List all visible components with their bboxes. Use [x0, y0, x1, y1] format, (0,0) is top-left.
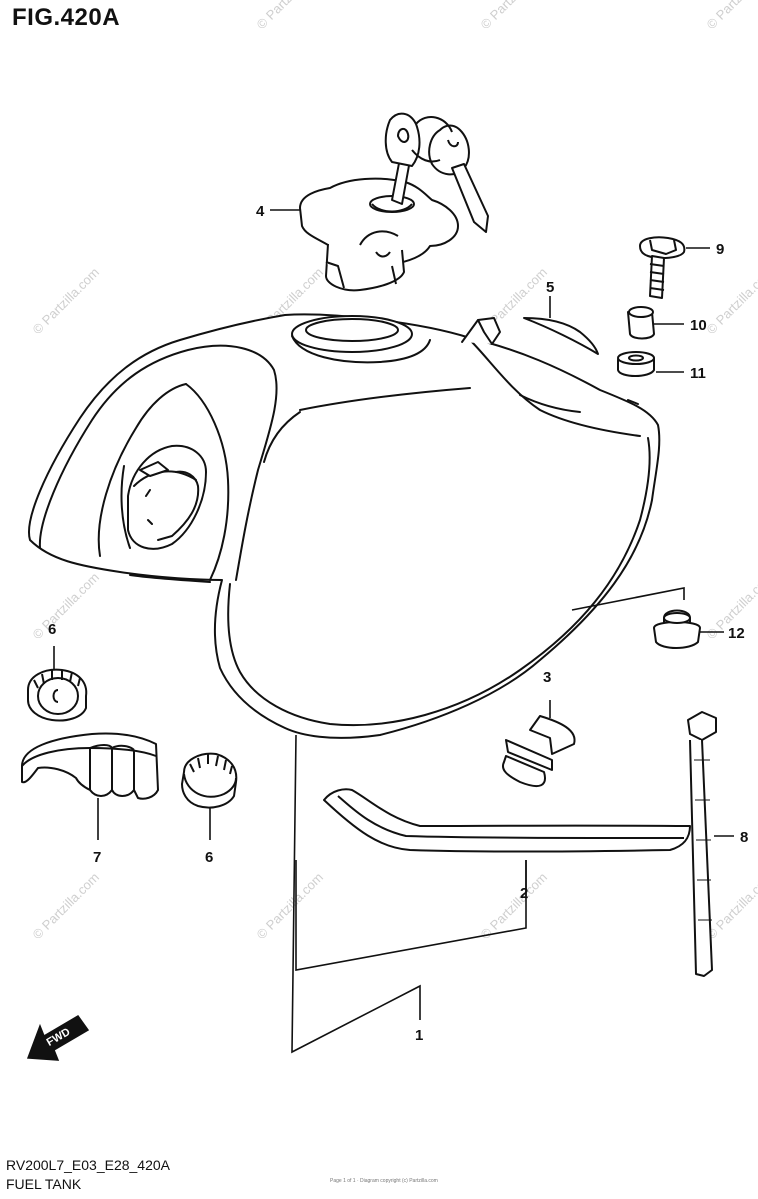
watermark: © Partzilla.com [254, 0, 327, 32]
part-fuel-cap[interactable] [299, 177, 459, 292]
callout-8[interactable]: 8 [740, 829, 748, 846]
watermark: © Partzilla.com [704, 265, 758, 338]
watermark: © Partzilla.com [30, 570, 103, 643]
part-cushion-block[interactable] [21, 732, 159, 800]
watermark: © Partzilla.com [704, 870, 758, 943]
callout-6-upper[interactable]: 6 [48, 621, 56, 638]
callout-3[interactable]: 3 [543, 669, 551, 686]
part-tape[interactable] [523, 317, 599, 355]
part-cap-lower[interactable] [181, 752, 238, 809]
part-bolt[interactable] [639, 236, 686, 299]
callout-2[interactable]: 2 [520, 885, 528, 902]
part-cable-tie[interactable] [687, 711, 717, 977]
callout-5[interactable]: 5 [546, 279, 554, 296]
watermark: © Partzilla.com [30, 265, 103, 338]
part-fuel-tank[interactable] [28, 313, 661, 739]
part-cap-upper[interactable] [27, 668, 88, 722]
callout-4[interactable]: 4 [256, 203, 265, 220]
watermark: © Partzilla.com [478, 0, 551, 32]
callout-7[interactable]: 7 [93, 849, 101, 866]
callout-6-lower[interactable]: 6 [205, 849, 213, 866]
callout-12[interactable]: 12 [728, 625, 745, 642]
watermark: © Partzilla.com [254, 870, 327, 943]
figure-title: FIG.420A [12, 4, 121, 31]
callout-9[interactable]: 9 [716, 241, 724, 258]
watermark: © Partzilla.com [478, 870, 551, 943]
callout-1[interactable]: 1 [415, 1027, 423, 1044]
part-rubber-mount[interactable] [653, 609, 701, 649]
part-keys[interactable] [384, 112, 489, 233]
part-emblem[interactable] [502, 715, 576, 788]
forward-direction-arrow: FWD [26, 1015, 90, 1061]
diagram-code: RV200L7_E03_E28_420A [6, 1157, 171, 1173]
part-tank-side-strip[interactable] [323, 788, 691, 853]
leader-lines [53, 209, 734, 1054]
part-cushion-washer[interactable] [617, 351, 655, 377]
callout-10[interactable]: 10 [690, 317, 707, 334]
callouts: 1 2 3 4 5 6 6 7 8 9 10 11 12 [48, 203, 748, 1044]
diagram-caption: FUEL TANK [6, 1176, 82, 1192]
watermark: © Partzilla.com [704, 0, 758, 32]
callout-11[interactable]: 11 [690, 365, 706, 382]
part-spacer[interactable] [627, 306, 655, 340]
copyright-note: Page 1 of 1 · Diagram copyright (c) Part… [330, 1178, 438, 1184]
watermark: © Partzilla.com [30, 870, 103, 943]
